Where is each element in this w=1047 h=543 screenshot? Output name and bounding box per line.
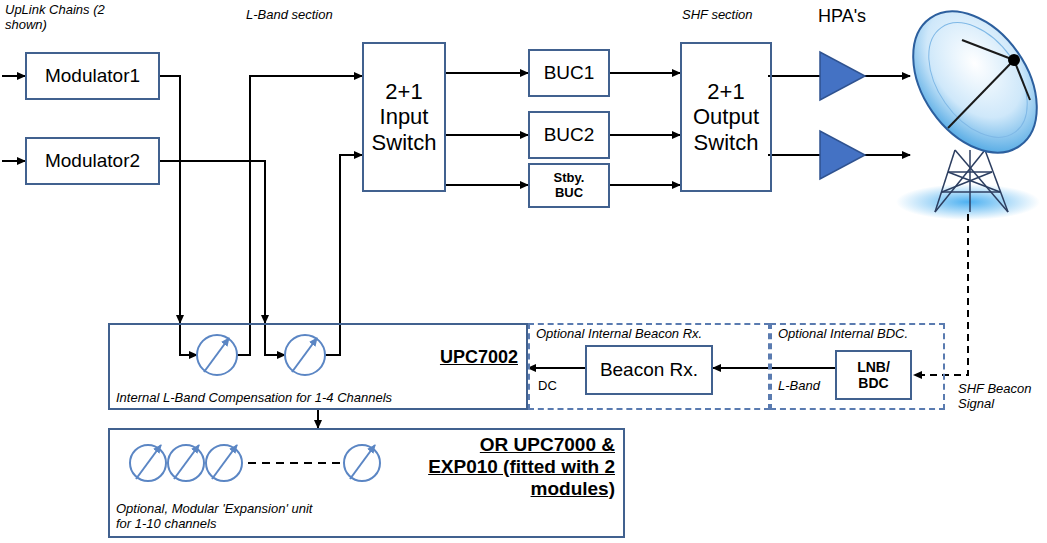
block-text: Modulator2	[45, 150, 140, 172]
block-text: 2+1 Output Switch	[684, 79, 768, 155]
block-box: UPC7002Internal L-Band Compensation for …	[108, 323, 528, 410]
signal-connector	[610, 72, 680, 74]
signal-connector	[317, 410, 319, 428]
block-text: Stby. BUC	[544, 171, 594, 201]
signal-connector	[446, 72, 528, 74]
section-label: HPA's	[818, 6, 866, 27]
block-box: OR UPC7000 & EXP010 (fitted with 2 modul…	[108, 428, 625, 538]
block-text: L-Band	[778, 379, 820, 394]
block-text: Optional, Modular 'Expansion' unit for 1…	[116, 502, 326, 532]
block-box: Beacon Rx.	[585, 345, 713, 395]
signal-connector	[528, 367, 585, 369]
beacon-signal-line	[914, 214, 968, 375]
block-text: BUC2	[544, 124, 595, 146]
block-box: Stby. BUC	[528, 163, 610, 208]
block-box: BUC2	[528, 111, 610, 159]
signal-connector	[446, 184, 528, 186]
dish-antenna	[888, 0, 1047, 220]
signal-connector	[340, 155, 362, 323]
signal-connector	[610, 134, 680, 136]
block-text: LNB/ BDC	[849, 359, 899, 391]
signal-connector	[160, 76, 180, 323]
block-text: OR UPC7000 & EXP010 (fitted with 2 modul…	[415, 434, 615, 500]
block-text: DC	[538, 379, 557, 394]
section-label: L-Band section	[246, 8, 333, 23]
signal-connector	[713, 367, 835, 369]
block-text: 2+1 Input Switch	[366, 79, 442, 155]
block-text: Modulator1	[45, 65, 140, 87]
input-arrows	[2, 76, 25, 161]
continuation-dashes	[248, 462, 340, 464]
section-label: UpLink Chains (2 shown)	[5, 3, 120, 33]
block-box: 2+1 Input Switch	[362, 42, 446, 192]
attenuator-symbols	[130, 335, 380, 481]
block-text: BUC1	[544, 62, 595, 84]
block-box: 2+1 Output Switch	[680, 42, 772, 192]
block-box: BUC1	[528, 49, 610, 97]
block-box: Modulator1	[25, 52, 160, 100]
signal-connector	[446, 134, 528, 136]
optional-region: Optional Internal BDC. L-Band LNB/ BDC	[770, 323, 945, 410]
block-box: LNB/ BDC	[835, 350, 912, 400]
block-box: Modulator2	[25, 137, 160, 185]
signal-connector	[610, 184, 680, 186]
block-text: Optional Internal BDC.	[778, 327, 943, 342]
block-text: Optional Internal Beacon Rx.	[536, 327, 766, 342]
block-text: Beacon Rx.	[600, 359, 698, 381]
section-label: SHF section	[682, 8, 753, 23]
signal-connector	[250, 76, 362, 323]
hpa-amplifiers	[820, 52, 865, 179]
section-label: SHF Beacon Signal	[958, 382, 1040, 412]
block-text: Internal L-Band Compensation for 1-4 Cha…	[116, 391, 516, 406]
optional-region: Optional Internal Beacon Rx. DC Beacon Rx.	[528, 323, 770, 410]
block-text: UPC7002	[440, 347, 518, 368]
